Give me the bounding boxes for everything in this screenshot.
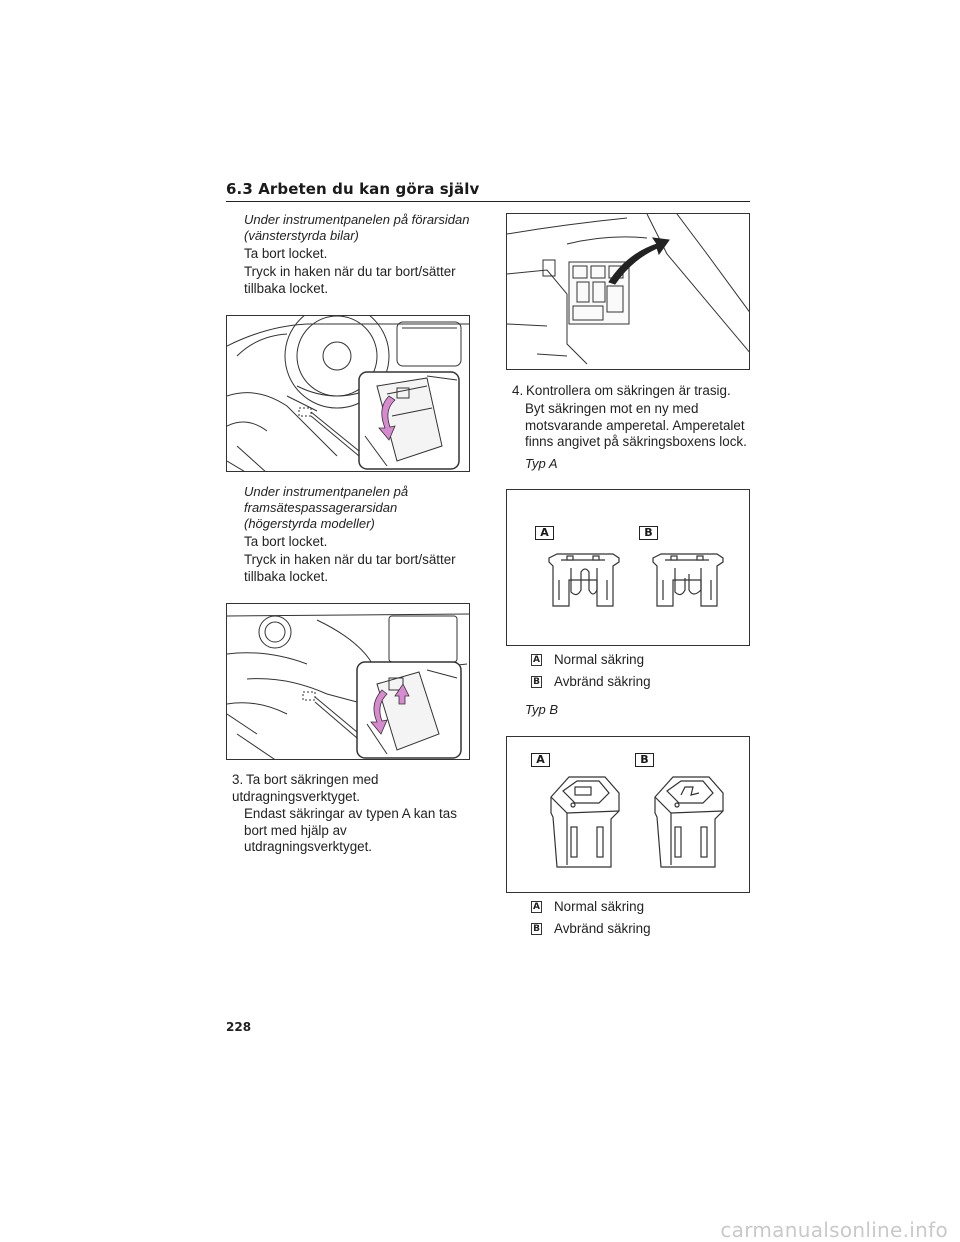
label-b: B — [635, 753, 654, 767]
blown-fuse-b-icon — [652, 553, 724, 607]
type-a-legend-b: B Avbränd säkring — [531, 674, 651, 690]
type-a-title: Typ A — [525, 456, 558, 471]
label-a: A — [535, 526, 554, 540]
step-3-note: Endast säkringar av typen A kan tas bort… — [244, 806, 457, 854]
legend-badge-b: B — [531, 676, 542, 688]
section2-heading: Under instrumentpanelen på framsätespass… — [244, 484, 409, 531]
figure-type-b-fuses: A B — [506, 736, 750, 893]
figure-driver-side-cover — [226, 315, 470, 472]
figure-type-a-fuses: A B — [506, 489, 750, 646]
blown-fuse-b-icon — [654, 776, 724, 868]
section2-p2: Tryck in haken när du tar bort/sätter ti… — [244, 552, 456, 584]
step-4-number: 4. — [512, 383, 524, 398]
type-a-fuse-drawings — [548, 553, 724, 607]
section2-p1: Ta bort locket. — [244, 534, 328, 549]
fuse-box-illustration — [507, 214, 749, 365]
type-a-legend-a: A Normal säkring — [531, 652, 644, 668]
legend-text-normal: Normal säkring — [554, 899, 645, 914]
section-header: 6.3 Arbeten du kan göra själv — [226, 180, 750, 202]
normal-fuse-a-icon — [548, 553, 620, 607]
step-3-text: Ta bort säkringen med utdragningsverktyg… — [232, 772, 379, 804]
figure-fuse-box — [506, 213, 750, 370]
legend-text-blown: Avbränd säkring — [554, 921, 651, 936]
footer-watermark-url[interactable]: carmanualsonline.info — [720, 1218, 948, 1242]
step-4-text: Kontrollera om säkringen är trasig. — [526, 383, 731, 398]
figure-passenger-side-cover — [226, 603, 470, 760]
step-3: 3.Ta bort säkringen med utdragningsverkt… — [232, 772, 472, 805]
push-arrow-icon — [370, 689, 388, 735]
type-b-title: Typ B — [525, 702, 558, 717]
section1-heading: Under instrumentpanelen på förarsidan (v… — [244, 212, 470, 243]
push-arrow-icon — [378, 395, 396, 441]
section1-p1: Ta bort locket. — [244, 246, 328, 261]
label-b: B — [639, 526, 658, 540]
legend-badge-a: A — [531, 654, 542, 666]
step-4-note: Byt säkringen mot en ny med motsvarande … — [525, 401, 747, 449]
legend-text-normal: Normal säkring — [554, 652, 645, 667]
label-a: A — [531, 753, 550, 767]
step-3-number: 3. — [232, 772, 244, 787]
up-arrow-icon — [394, 683, 410, 705]
passenger-side-illustration — [227, 613, 469, 759]
type-b-legend-a: A Normal säkring — [531, 899, 644, 915]
indicator-arrow-icon — [608, 237, 670, 285]
type-b-legend-b: B Avbränd säkring — [531, 921, 651, 937]
section-title: 6.3 Arbeten du kan göra själv — [226, 180, 480, 198]
step-4: 4.Kontrollera om säkringen är trasig. — [512, 383, 752, 400]
page-number: 228 — [226, 1020, 252, 1034]
legend-text-blown: Avbränd säkring — [554, 674, 651, 689]
legend-badge-b: B — [531, 923, 542, 935]
legend-badge-a: A — [531, 901, 542, 913]
normal-fuse-a-icon — [550, 776, 620, 868]
type-b-fuse-drawings — [550, 776, 724, 868]
driver-side-illustration — [227, 316, 469, 471]
section1-p2: Tryck in haken när du tar bort/sätter ti… — [244, 264, 456, 296]
